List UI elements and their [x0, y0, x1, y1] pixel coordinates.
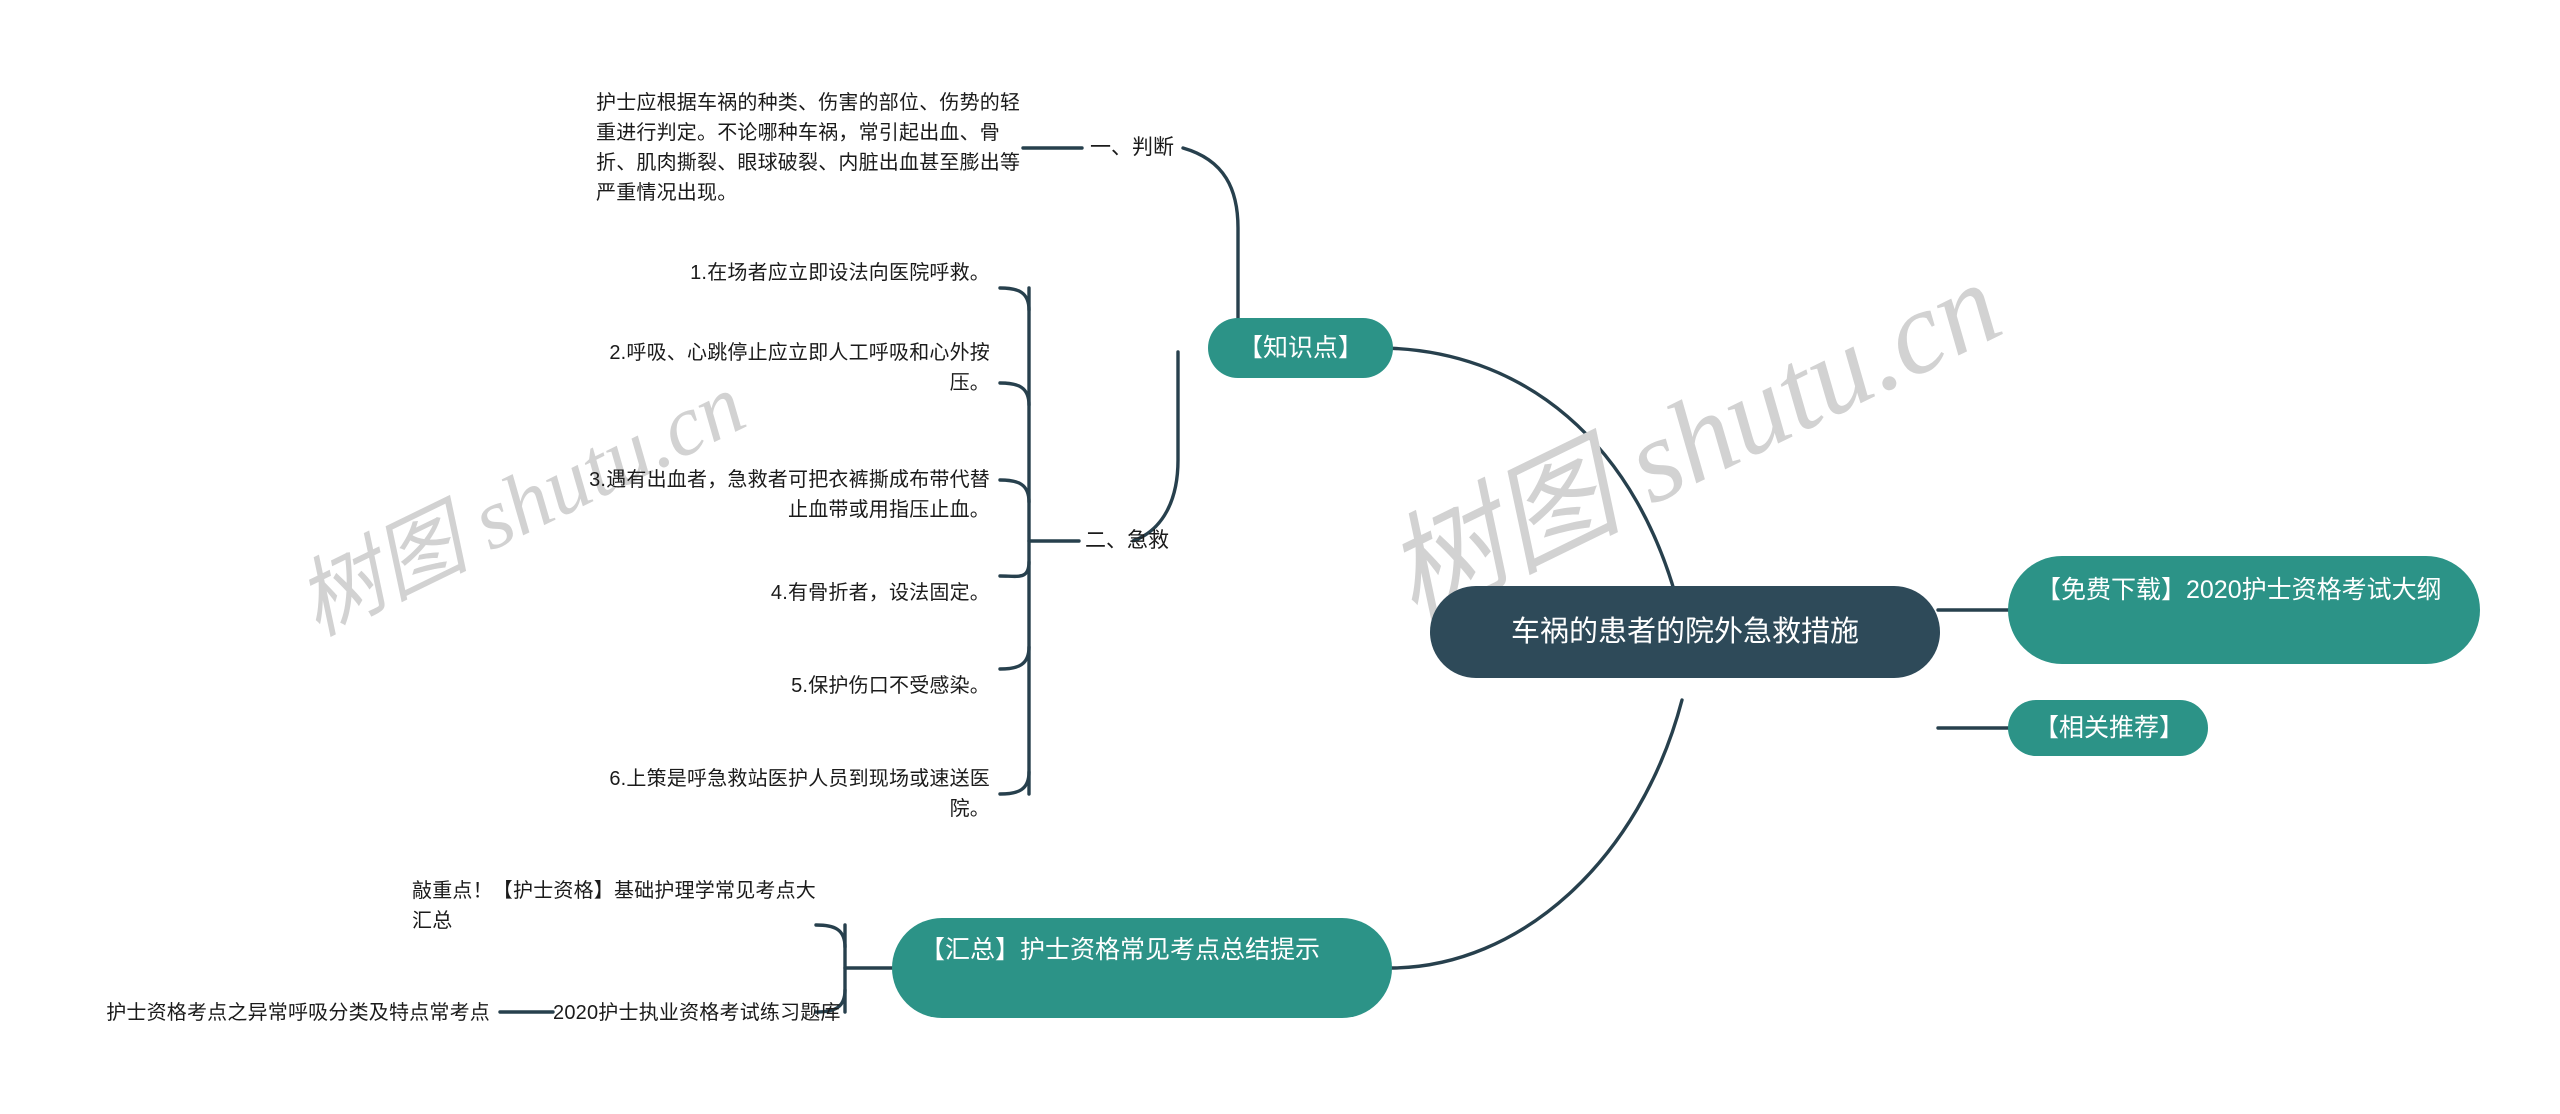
- detail-judgement-text: 护士应根据车祸的种类、伤害的部位、伤势的轻重进行判定。不论哪种车祸，常引起出血、…: [596, 92, 1021, 204]
- node-root-label: 车祸的患者的院外急救措施: [1510, 616, 1859, 648]
- node-related-recommendation-label: 【相关推荐】: [2034, 714, 2185, 742]
- branch-label-emergency[interactable]: 二、急救: [1085, 529, 1169, 552]
- node-summary-label: 【汇总】护士资格常见考点总结提示: [920, 936, 1321, 964]
- node-free-download-label: 【免费下载】2020护士资格考试大纲: [2036, 576, 2442, 604]
- branch-label-judgement[interactable]: 一、判断: [1090, 136, 1174, 159]
- summary-child-key-points: 敲重点！【护士资格】基础护理学常见考点大汇总: [412, 880, 816, 932]
- emergency-item-2: 2.呼吸、心跳停止应立即人工呼吸和心外按压。: [609, 342, 990, 394]
- node-knowledge-points[interactable]: 【知识点】: [1208, 318, 1394, 378]
- node-root[interactable]: 车祸的患者的院外急救措施: [1430, 586, 1940, 678]
- summary-grandchild-abnormal-breathing: 护士资格考点之异常呼吸分类及特点常考点: [106, 1002, 490, 1024]
- emergency-item-5: 5.保护伤口不受感染。: [791, 675, 990, 697]
- emergency-item-4: 4.有骨折者，设法固定。: [770, 582, 990, 604]
- node-related-recommendation[interactable]: 【相关推荐】: [2008, 700, 2208, 756]
- node-summary[interactable]: 【汇总】护士资格常见考点总结提示: [892, 918, 1392, 1018]
- node-knowledge-points-label: 【知识点】: [1238, 334, 1364, 362]
- emergency-item-6: 6.上策是呼急救站医护人员到现场或速送医院。: [609, 768, 990, 820]
- node-free-download[interactable]: 【免费下载】2020护士资格考试大纲: [2008, 556, 2480, 664]
- emergency-item-1: 1.在场者应立即设法向医院呼救。: [690, 262, 990, 284]
- summary-child-question-bank: 2020护士执业资格考试练习题库: [553, 1002, 841, 1024]
- emergency-item-3: 3.遇有出血者，急救者可把衣裤撕成布带代替止血带或用指压止血。: [589, 469, 990, 521]
